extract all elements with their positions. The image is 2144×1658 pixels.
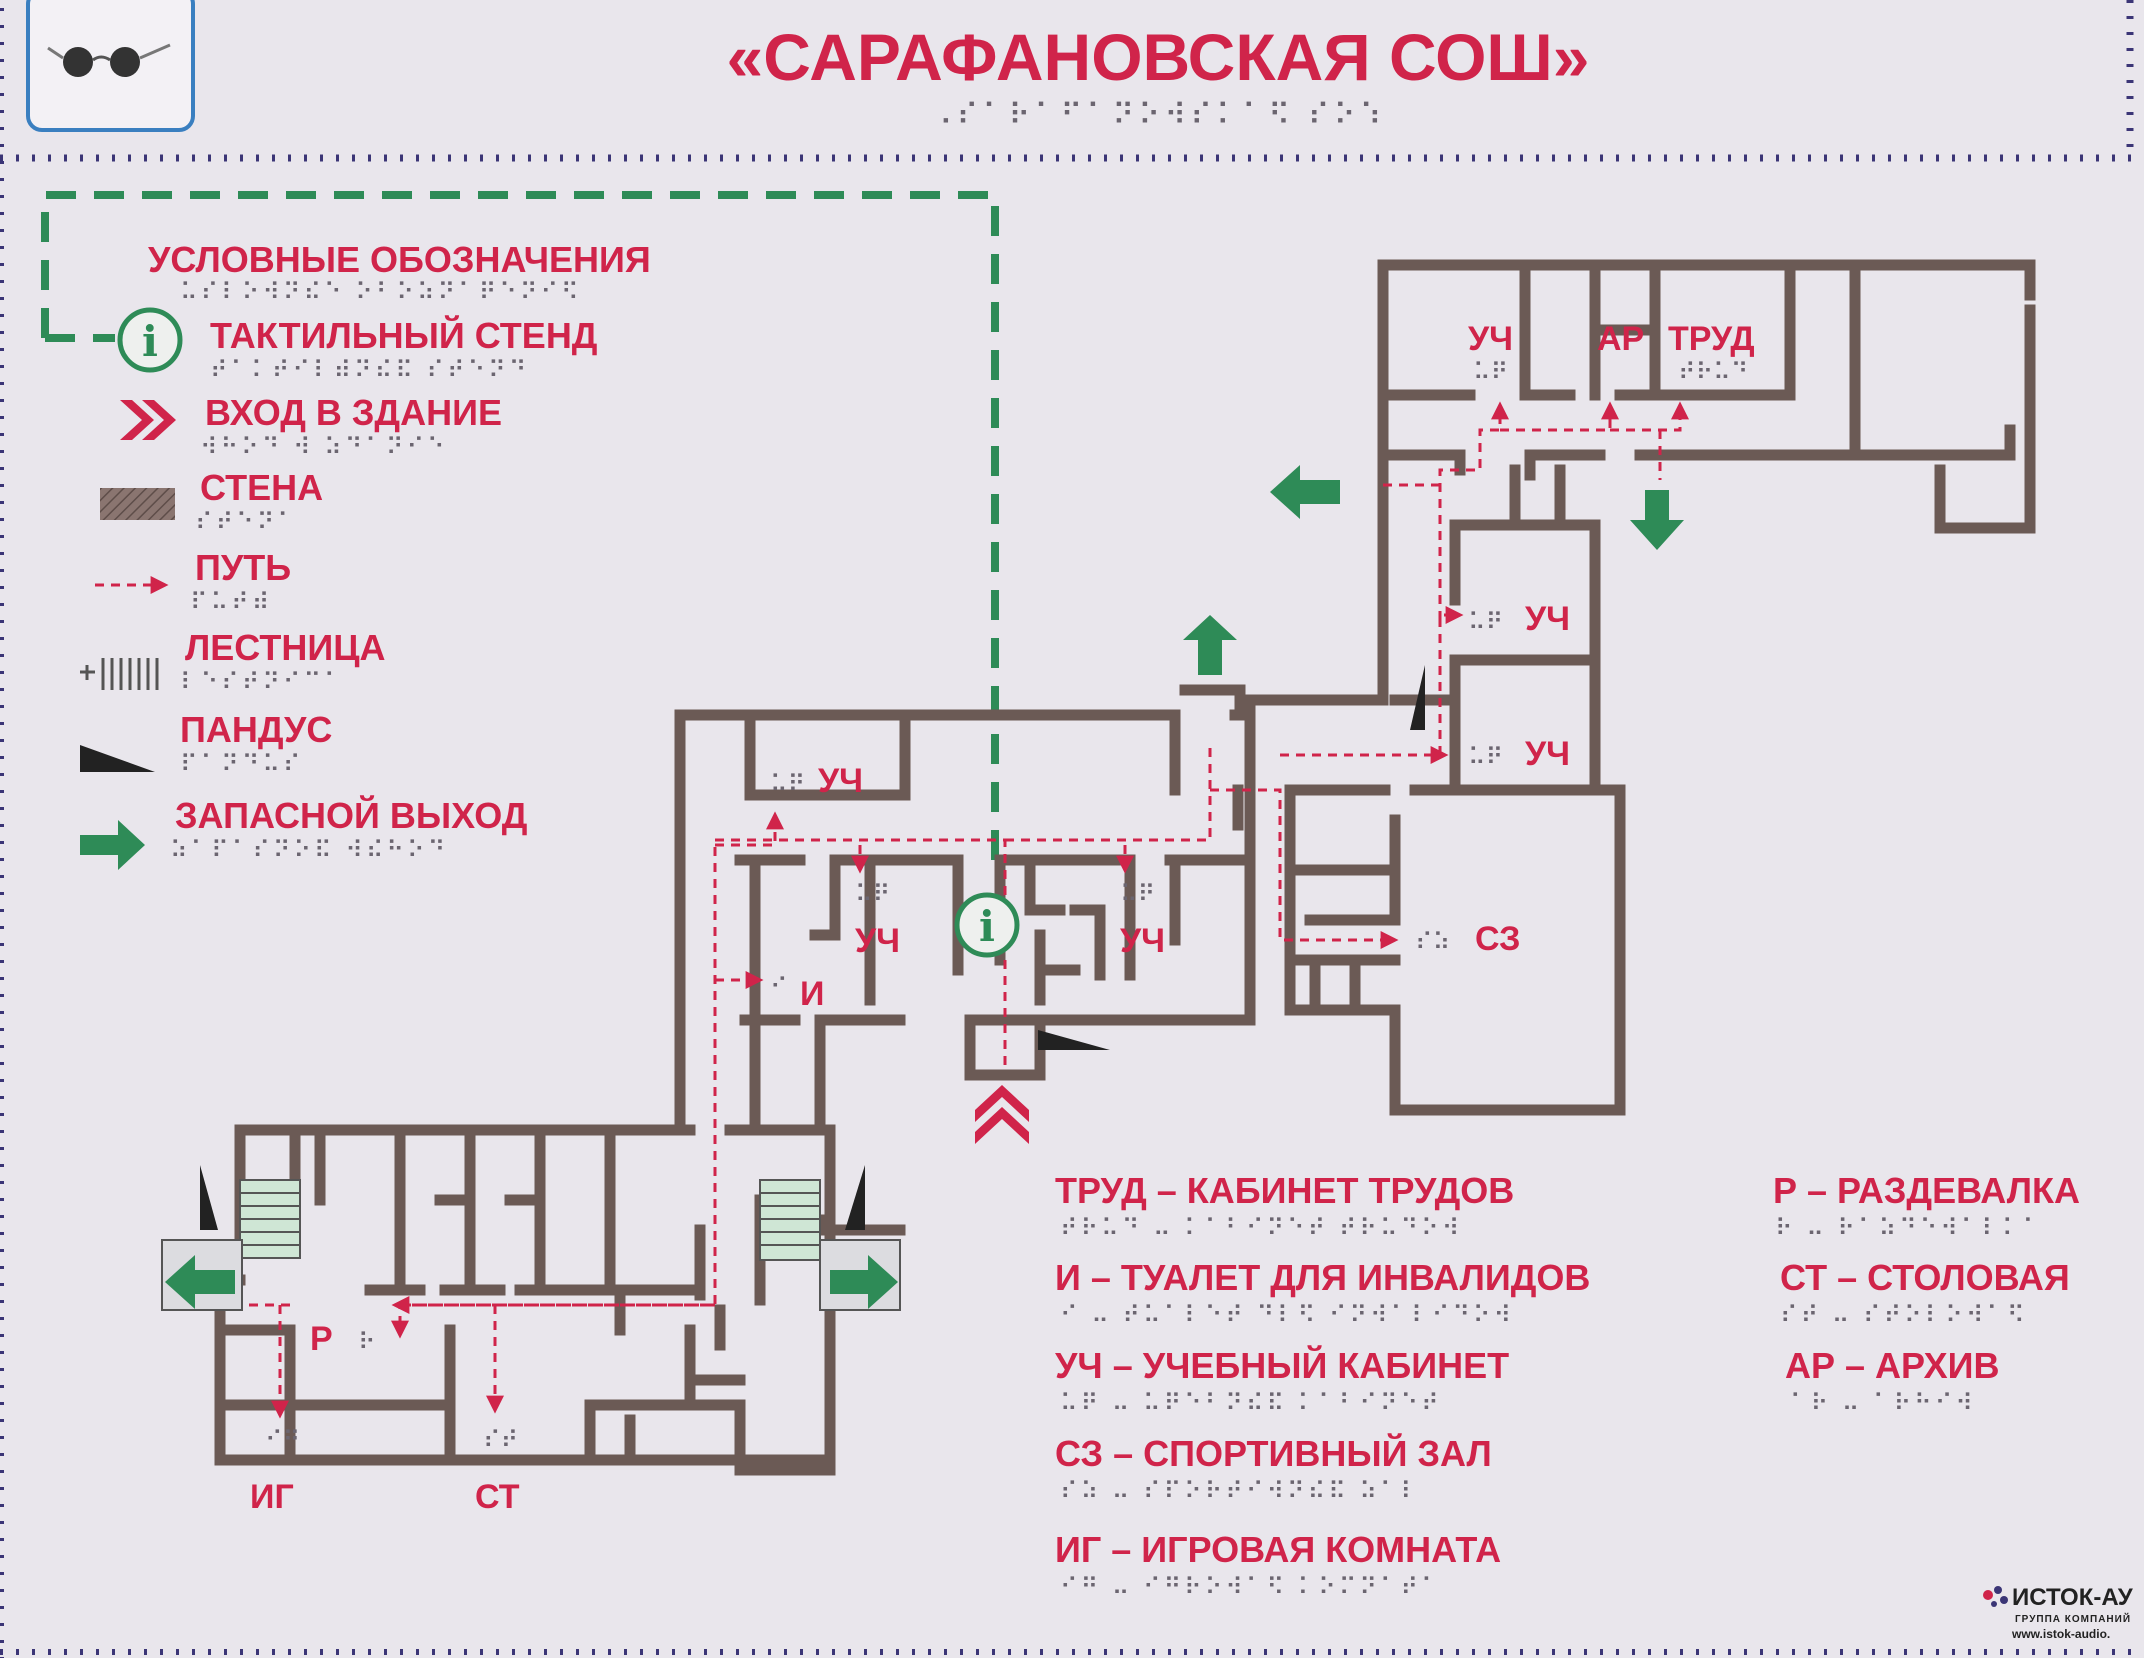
room-braille: ⠥⠟ <box>1473 358 1508 386</box>
emergency-exit-arrow-icon <box>1630 490 1684 550</box>
abbr-braille: ⠗ ⠤ ⠗⠁⠵⠙⠑⠺⠁⠇⠅⠁ <box>1775 1214 2043 1242</box>
room-braille: ⠥⠟ <box>1468 743 1503 771</box>
abbr-braille: ⠊ ⠤ ⠞⠥⠁⠇⠑⠞ ⠙⠇⠫ ⠊⠝⠺⠁⠇⠊⠙⠕⠺ <box>1060 1301 1514 1329</box>
emergency-exit-arrow-icon <box>80 820 145 870</box>
legend-item-braille: ⠎⠞⠑⠝⠁ <box>195 508 298 536</box>
ramp-icon <box>80 745 155 772</box>
svg-text:i: i <box>979 902 995 951</box>
abbr-line: И – ТУАЛЕТ ДЛЯ ИНВАЛИДОВ <box>1055 1257 1590 1298</box>
stairs-left <box>239 1179 301 1259</box>
room-label-r: Р <box>310 1320 333 1358</box>
room-braille: ⠞⠗⠥⠙ <box>1678 358 1748 386</box>
room-label-uch: УЧ <box>818 762 863 800</box>
brand-url: www.istok-audio. <box>2011 1627 2110 1641</box>
brand-name: ИСТОК-АУ <box>2012 1584 2134 1611</box>
abbr-braille: ⠎⠞ ⠤ ⠎⠞⠕⠇⠕⠺⠁⠫ <box>1780 1301 2028 1329</box>
info-stand-icon: i <box>117 307 183 373</box>
stairs-right <box>759 1179 821 1261</box>
legend-item-label: ЛЕСТНИЦА <box>185 627 386 668</box>
legend-item-label: ЗАПАСНОЙ ВЫХОД <box>175 794 527 836</box>
room-braille: ⠥⠟ <box>855 880 890 908</box>
legend-item-braille: ⠞⠁⠅⠞⠊⠇⠾⠝⠮⠯ ⠎⠞⠑⠝⠙ <box>210 356 529 384</box>
room-label-ig: ИГ <box>250 1478 294 1516</box>
stairs-icon <box>80 658 159 690</box>
abbr-line: СТ – СТОЛОВАЯ <box>1780 1257 2070 1298</box>
legend-item-label: ВХОД В ЗДАНИЕ <box>205 392 502 433</box>
abbr-braille: ⠎⠵ ⠤ ⠎⠏⠕⠗⠞⠊⠺⠝⠮⠯ ⠵⠁⠇ <box>1060 1477 1421 1505</box>
room-braille: ⠎⠵ <box>1415 928 1450 956</box>
abbr-line: ИГ – ИГРОВАЯ КОМНАТА <box>1055 1529 1501 1570</box>
legend-item-braille: ⠵⠁⠏⠁⠎⠝⠕⠯ ⠺⠮⠓⠕⠙ <box>170 836 448 864</box>
ramp-icon <box>1038 1030 1110 1050</box>
abbreviations-key: ТРУД – КАБИНЕТ ТРУДОВ ⠞⠗⠥⠙ ⠤ ⠅⠁⠃⠊⠝⠑⠞ ⠞⠗⠥… <box>1055 1170 2080 1601</box>
svg-text:i: i <box>142 317 158 366</box>
abbr-line: АР – АРХИВ <box>1785 1345 2000 1386</box>
wall-swatch-icon <box>100 488 175 520</box>
room-label-trud: ТРУД <box>1668 320 1755 358</box>
ramp-icon <box>1410 665 1425 730</box>
legend-item-braille: ⠺⠓⠕⠙ ⠺ ⠵⠙⠁⠝⠊⠑ <box>200 433 448 461</box>
emergency-exit-arrow-icon <box>830 1255 898 1309</box>
page-title-braille: ⠠⠎⠁⠗⠁⠋⠁⠝⠕⠺⠎⠅⠁⠫ ⠎⠕⠱ <box>930 98 1385 133</box>
legend: УСЛОВНЫЕ ОБОЗНАЧЕНИЯ ⠥⠎⠇⠕⠺⠝⠮⠑ ⠕⠃⠕⠵⠝⠁⠟⠑⠝⠊… <box>80 239 651 870</box>
legend-item-braille: ⠇⠑⠎⠞⠝⠊⠉⠁ <box>180 668 345 696</box>
room-label-sz: СЗ <box>1475 920 1520 958</box>
room-label-i: И <box>800 975 824 1013</box>
room-labels: УЧ ⠥⠟ АР ТРУД ⠞⠗⠥⠙ ⠥⠟ УЧ ⠥⠟ УЧ ⠥⠟ УЧ ⠥⠟ … <box>250 320 1755 1516</box>
emergency-exit-arrow-icon <box>1183 615 1237 675</box>
legend-dashed-frame <box>41 191 999 860</box>
brand-logo: ИСТОК-АУ ГРУППА КОМПАНИЙ www.istok-audio… <box>1983 1584 2134 1641</box>
room-braille: ⠥⠟ <box>1120 880 1155 908</box>
low-vision-glasses-icon <box>26 0 195 132</box>
abbr-line: СЗ – СПОРТИВНЫЙ ЗАЛ <box>1055 1432 1492 1474</box>
legend-heading-braille: ⠥⠎⠇⠕⠺⠝⠮⠑ ⠕⠃⠕⠵⠝⠁⠟⠑⠝⠊⠫ <box>180 278 582 306</box>
legend-item-label: СТЕНА <box>200 467 323 508</box>
room-braille: ⠥⠟ <box>770 770 805 798</box>
ramp-icon <box>845 1165 865 1230</box>
room-label-uch: УЧ <box>1468 320 1513 358</box>
room-braille: ⠊⠛ <box>265 1426 300 1454</box>
abbr-line: ТРУД – КАБИНЕТ ТРУДОВ <box>1055 1170 1514 1211</box>
route-paths <box>245 401 1689 1419</box>
room-braille: ⠊ <box>770 973 788 1001</box>
brand-subtitle: ГРУППА КОМПАНИЙ <box>2015 1612 2131 1625</box>
room-label-uch: УЧ <box>1525 600 1570 638</box>
abbr-braille: ⠁⠗ ⠤ ⠁⠗⠓⠊⠺ <box>1790 1389 1976 1417</box>
legend-item-label: ТАКТИЛЬНЫЙ СТЕНД <box>210 314 597 356</box>
room-label-uch: УЧ <box>1525 735 1570 773</box>
room-braille: ⠎⠞ <box>483 1426 518 1454</box>
abbr-line: УЧ – УЧЕБНЫЙ КАБИНЕТ <box>1055 1344 1509 1386</box>
abbr-braille: ⠥⠟ ⠤ ⠥⠟⠑⠃⠝⠮⠯ ⠅⠁⠃⠊⠝⠑⠞ <box>1060 1389 1442 1417</box>
entrance-chevrons-icon <box>120 400 176 440</box>
room-braille: ⠥⠟ <box>1468 608 1503 636</box>
abbr-braille: ⠞⠗⠥⠙ ⠤ ⠅⠁⠃⠊⠝⠑⠞ ⠞⠗⠥⠙⠕⠺ <box>1060 1214 1462 1242</box>
legend-item-label: ПАНДУС <box>180 709 332 750</box>
legend-item-label: ПУТЬ <box>195 547 291 588</box>
room-label-ar: АР <box>1597 320 1644 358</box>
entrance-chevrons-icon <box>975 1085 1029 1144</box>
room-label-st: СТ <box>475 1478 520 1516</box>
info-stand-icon: i <box>954 892 1020 958</box>
room-label-uch: УЧ <box>1120 922 1165 960</box>
abbr-line: Р – РАЗДЕВАЛКА <box>1773 1170 2080 1211</box>
emergency-exit-arrow-icon <box>165 1255 235 1309</box>
ramp-icon <box>200 1165 218 1230</box>
room-label-uch: УЧ <box>855 922 900 960</box>
legend-item-braille: ⠏⠁⠝⠙⠥⠎ <box>180 750 303 778</box>
room-braille: ⠗ <box>358 1328 376 1356</box>
emergency-exit-arrow-icon <box>1270 465 1340 519</box>
legend-heading: УСЛОВНЫЕ ОБОЗНАЧЕНИЯ <box>148 239 651 280</box>
abbr-braille: ⠊⠛ ⠤ ⠊⠛⠗⠕⠺⠁⠫ ⠅⠕⠍⠝⠁⠞⠁ <box>1060 1573 1442 1601</box>
legend-item-braille: ⠏⠥⠞⠾ <box>190 588 272 616</box>
page-title: «САРАФАНОВСКАЯ СОШ» <box>727 20 1590 94</box>
